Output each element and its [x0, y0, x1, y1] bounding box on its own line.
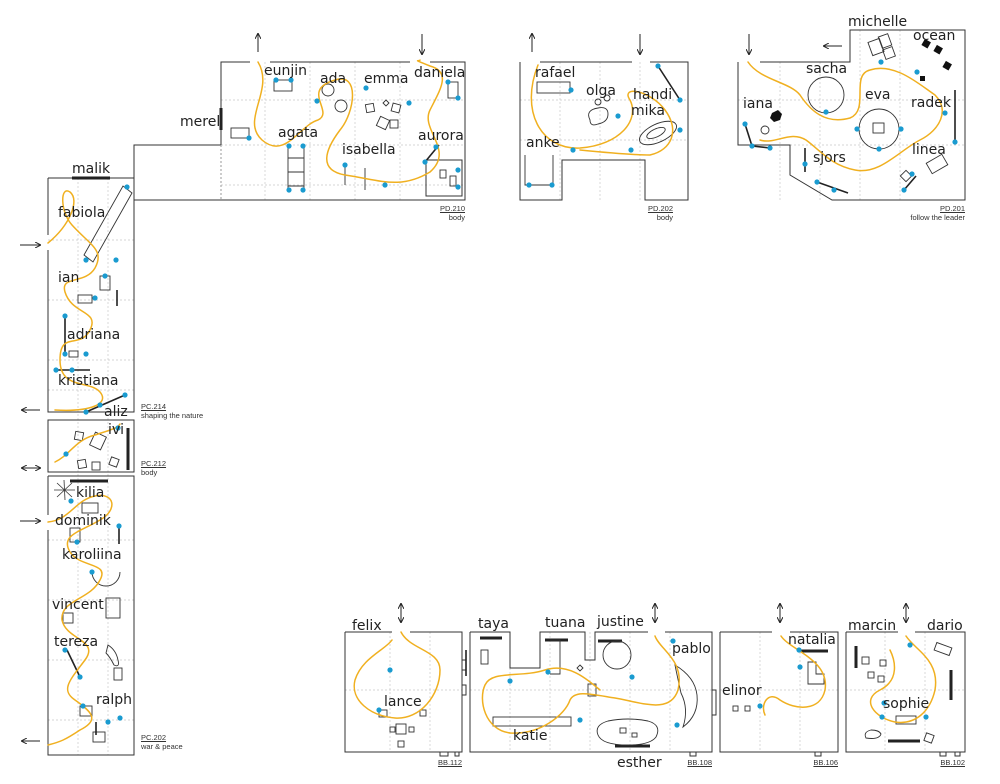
room-caption: body	[448, 213, 465, 223]
name-label: anke	[526, 135, 560, 151]
room-code: PC.214 shaping the nature	[141, 402, 203, 421]
room-code: PD.201 follow the leader	[885, 204, 965, 223]
name-label: eva	[865, 87, 891, 103]
name-label: emma	[364, 71, 409, 87]
name-label: malik	[72, 161, 111, 177]
room-caption: body	[656, 213, 673, 223]
name-label: sophie	[883, 696, 930, 712]
star-object	[54, 479, 75, 501]
name-label: merel	[180, 114, 221, 130]
name-label: ian	[58, 270, 80, 286]
name-label: handi	[633, 87, 673, 103]
name-label: dario	[927, 618, 963, 634]
name-label: tereza	[54, 634, 99, 650]
name-label: fabiola	[58, 205, 106, 221]
position-dots	[53, 59, 958, 728]
name-label: katie	[513, 728, 548, 744]
name-label: adriana	[67, 327, 121, 343]
name-label: ivi	[108, 422, 125, 438]
name-label: aliz	[104, 404, 128, 420]
name-label: ada	[320, 71, 347, 87]
name-label: linea	[912, 142, 946, 158]
name-label: tuana	[545, 615, 586, 631]
room-id: PC.212	[141, 459, 167, 468]
name-label: felix	[352, 618, 382, 634]
name-label: elinor	[722, 683, 762, 699]
name-label: marcin	[848, 618, 897, 634]
name-label: karoliina	[62, 547, 122, 563]
name-label: vincent	[52, 597, 104, 613]
name-label: rafael	[535, 65, 576, 81]
room-caption: body	[141, 468, 158, 478]
objects	[62, 33, 953, 748]
room-id: BB.108	[687, 758, 712, 767]
room-id: PD.201	[939, 204, 965, 213]
filled-objects	[770, 38, 952, 122]
name-label: lance	[384, 694, 422, 710]
room-code: PC.202 war & peace	[141, 733, 183, 752]
room-code: BB.102	[915, 758, 965, 767]
name-label: aurora	[418, 128, 464, 144]
name-label: daniela	[414, 65, 466, 81]
name-label: ocean	[913, 28, 956, 44]
walls	[47, 29, 966, 757]
name-label: iana	[743, 96, 773, 112]
name-label: olga	[586, 83, 616, 99]
name-label: natalia	[788, 632, 836, 648]
room-caption: shaping the nature	[141, 411, 204, 421]
room-id: PD.210	[439, 204, 465, 213]
name-label: dominik	[55, 513, 111, 529]
name-label: kilia	[76, 485, 105, 501]
room-id: BB.106	[813, 758, 838, 767]
room-code: PC.212 body	[141, 459, 166, 478]
room-caption: follow the leader	[910, 213, 965, 223]
name-label: radek	[911, 95, 951, 111]
name-label: pablo	[672, 641, 711, 657]
name-label: isabella	[342, 142, 396, 158]
room-id: PD.202	[647, 204, 673, 213]
room-code: PD.202 body	[623, 204, 673, 223]
movement-paths	[47, 59, 943, 746]
room-id: BB.102	[940, 758, 965, 767]
room-code: BB.108	[662, 758, 712, 767]
name-label: taya	[478, 616, 509, 632]
room-id: BB.112	[437, 758, 462, 767]
name-label: agata	[278, 125, 319, 141]
name-label: sacha	[806, 61, 848, 77]
name-label: esther	[617, 755, 662, 771]
entry-arrows	[20, 34, 906, 741]
name-label: justine	[597, 614, 644, 630]
room-caption: war & peace	[141, 742, 183, 752]
room-code: BB.106	[788, 758, 838, 767]
name-label: sjors	[813, 150, 846, 166]
heavy-walls	[70, 108, 953, 748]
name-label: ralph	[96, 692, 132, 708]
name-label: eunjin	[264, 63, 308, 79]
room-code: BB.112	[412, 758, 462, 767]
room-id: PC.202	[141, 733, 167, 742]
room-code: PD.210 body	[405, 204, 465, 223]
name-label: kristiana	[58, 373, 119, 389]
name-label: michelle	[848, 14, 908, 30]
name-label: mika	[631, 103, 665, 119]
room-id: PC.214	[141, 402, 167, 411]
